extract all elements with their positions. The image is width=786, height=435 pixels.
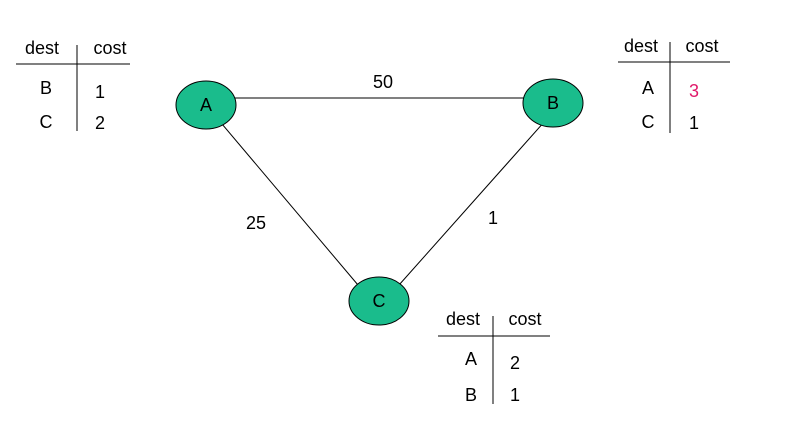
table-a-header-cost: cost: [93, 38, 126, 58]
table-a-row-2-dest: C: [40, 112, 53, 132]
table-a-header-dest: dest: [25, 38, 59, 58]
table-a-row-1-dest: B: [40, 78, 52, 98]
table-a-row-1-cost: 1: [95, 82, 105, 102]
table-a-row-2-cost: 2: [95, 113, 105, 133]
node-b: B: [522, 78, 584, 128]
node-c: C: [348, 276, 410, 326]
table-b-row-2-cost: 1: [689, 113, 699, 133]
table-b-row-1-cost: 3: [689, 81, 699, 101]
node-a-shape: [175, 80, 237, 130]
edge-weight-b-c: 1: [488, 208, 498, 228]
table-c-row-2-dest: B: [465, 385, 477, 405]
edge-weight-a-b: 50: [373, 72, 393, 92]
node-c-label: C: [373, 291, 386, 311]
table-b-header-dest: dest: [624, 36, 658, 56]
table-c-row-1-cost: 2: [510, 353, 520, 373]
routing-table-b: dest cost A 3 C 1: [618, 36, 730, 133]
table-c-row-2-cost: 1: [510, 385, 520, 405]
edge-weight-a-c: 25: [246, 213, 266, 233]
table-b-row-1-dest: A: [642, 78, 654, 98]
node-c-shape: [348, 276, 410, 326]
edge-b-c: [398, 120, 546, 286]
table-c-header-dest: dest: [446, 309, 480, 329]
table-c-row-1-dest: A: [465, 349, 477, 369]
node-a: A: [175, 80, 237, 130]
edge-a-c: [221, 123, 359, 286]
table-b-header-cost: cost: [685, 36, 718, 56]
routing-table-c: dest cost A 2 B 1: [438, 309, 550, 405]
routing-table-a: dest cost B 1 C 2: [16, 38, 130, 133]
node-b-shape: [522, 78, 584, 128]
table-c-header-cost: cost: [508, 309, 541, 329]
node-b-label: B: [547, 93, 559, 113]
table-b-row-2-dest: C: [642, 112, 655, 132]
node-a-label: A: [200, 95, 212, 115]
